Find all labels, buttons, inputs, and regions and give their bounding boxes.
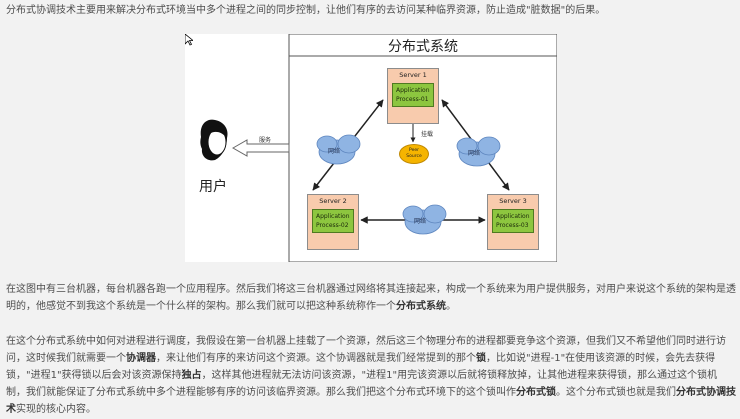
peer-source-line1: Peer bbox=[409, 148, 419, 153]
para3-t6: 实现的核心内容。 bbox=[16, 404, 96, 415]
para3-t1: 在这个分布式系统中如何对进程进行调度，我假设在第一台机器上挂载了一个资源，然后这… bbox=[6, 336, 726, 364]
para3-t3: ，比如说"进程-1"在使用该资源的时候，会先去获得锁，"进程1"获得锁以后会对该… bbox=[6, 353, 716, 381]
para2-bold-term: 分布式系统 bbox=[396, 301, 446, 312]
para3-t5: 。这个分布式锁也就是我们 bbox=[556, 387, 676, 398]
para3-b3: 独占 bbox=[181, 370, 202, 381]
network-cloud-bottom bbox=[402, 204, 447, 235]
para3-t4: ，这样其他进程就无法访问该资源，"进程1"用完该资源以后就将锁释放掉，让其他进程… bbox=[6, 370, 718, 398]
server-3-app-line1: Application bbox=[496, 213, 530, 220]
para3-b4: 分布式锁 bbox=[516, 387, 556, 398]
server-1-label: Server 1 bbox=[399, 71, 427, 79]
para2-text: 在这图中有三台机器，每台机器各跑一个应用程序。然后我们将这三台机器通过网络将其连… bbox=[6, 284, 736, 312]
para3-b5: 分布式协调技术 bbox=[6, 387, 736, 415]
server-2-app-line1: Application bbox=[316, 213, 350, 220]
server-2-label: Server 2 bbox=[319, 197, 347, 205]
user-label: 用户 bbox=[199, 179, 227, 195]
lock-paragraph: 在这个分布式系统中如何对进程进行调度，我假设在第一台机器上挂载了一个资源，然后这… bbox=[6, 333, 736, 418]
network-label-left: 网络 bbox=[328, 148, 341, 155]
mouse-cursor-icon bbox=[185, 34, 193, 46]
service-label: 服务 bbox=[259, 137, 272, 144]
intro-paragraph: 分布式协调技术主要用来解决分布式环境当中多个进程之间的同步控制，让他们有序的去访… bbox=[6, 5, 606, 16]
peer-source-line2: Source bbox=[406, 154, 422, 159]
user-icon bbox=[200, 119, 228, 161]
server-1: Server 1 Application Process-01 bbox=[387, 68, 439, 124]
server-3-app-line2: Process-03 bbox=[496, 222, 529, 229]
network-cloud-left bbox=[316, 134, 361, 165]
para3-t2: ，来让他们有序的来访问这个资源。这个协调器就是我们经常提到的那个 bbox=[156, 353, 476, 364]
server-3-label: Server 3 bbox=[499, 197, 527, 205]
server-1-app-line1: Application bbox=[396, 87, 430, 94]
server-2: Server 2 Application Process-02 bbox=[307, 194, 359, 250]
description-paragraph: 在这图中有三台机器，每台机器各跑一个应用程序。然后我们将这三台机器通过网络将其连… bbox=[6, 281, 736, 315]
peer-source: Peer Source bbox=[399, 144, 429, 164]
service-arrow bbox=[231, 139, 290, 157]
para3-b1: 协调器 bbox=[126, 353, 156, 364]
server-1-app: Application Process-01 bbox=[392, 83, 434, 107]
para2-end: 。 bbox=[446, 301, 456, 312]
distributed-system-diagram: 分布式系统 Server 1 Application Process-01 Se… bbox=[185, 34, 557, 262]
network-cloud-right bbox=[456, 136, 501, 167]
server-1-app-line2: Process-01 bbox=[396, 96, 429, 103]
para3-b2: 锁 bbox=[476, 353, 486, 364]
server-2-app-line2: Process-02 bbox=[316, 222, 349, 229]
server-2-app: Application Process-02 bbox=[312, 209, 354, 233]
server-3: Server 3 Application Process-03 bbox=[487, 194, 539, 250]
network-label-bottom: 网络 bbox=[414, 218, 427, 225]
network-label-right: 网络 bbox=[468, 150, 481, 157]
system-title: 分布式系统 bbox=[388, 39, 458, 55]
mount-label: 挂载 bbox=[421, 131, 434, 138]
server-3-app: Application Process-03 bbox=[492, 209, 534, 233]
